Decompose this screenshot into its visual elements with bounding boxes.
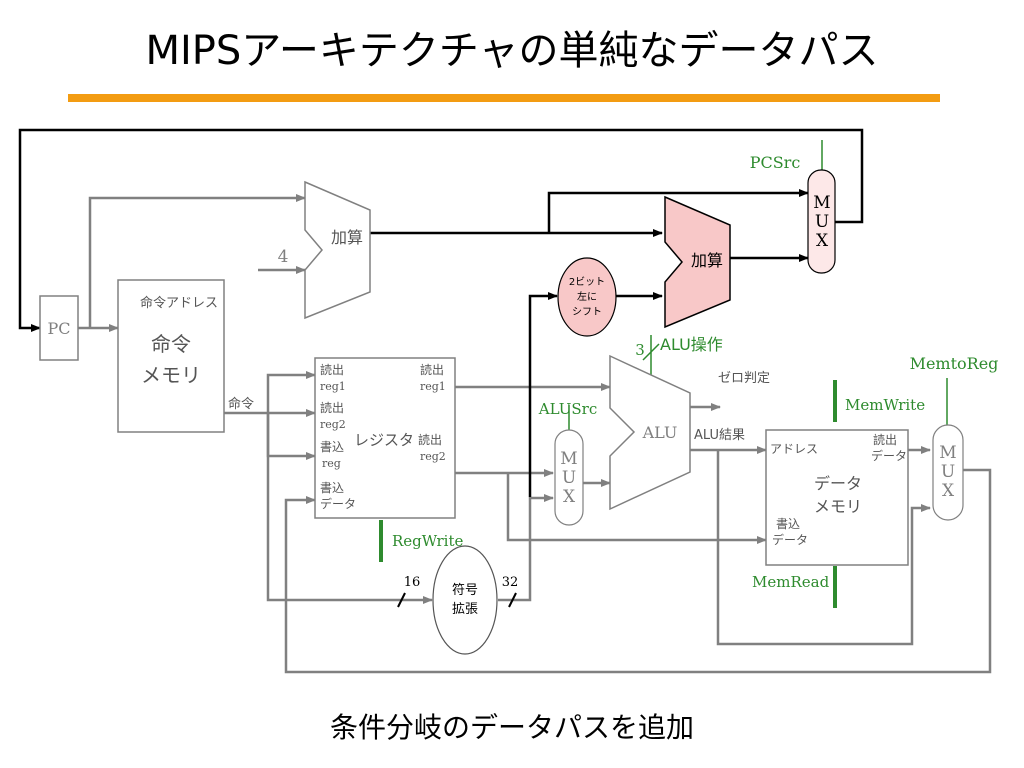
adder-branch-label: 加算: [691, 251, 723, 270]
reg-out1-label: 読出: [420, 362, 444, 377]
wire-instr-to-wreg: [266, 413, 316, 460]
aluop-bits: 3: [635, 341, 645, 359]
pcsrc-label: PCSrc: [750, 153, 801, 172]
reg-read1-sub: reg1: [320, 380, 346, 393]
dmem-title-1: データ: [814, 474, 862, 493]
wire-writeback: [284, 468, 992, 674]
memwrite-label: MemWrite: [845, 396, 925, 414]
memtoreg-label: MemtoReg: [910, 354, 999, 373]
instruction-label: 命令: [228, 396, 254, 412]
zero-label: ゼロ判定: [718, 371, 770, 386]
register-title: レジスタ: [354, 431, 414, 449]
sign-extend: [432, 545, 498, 655]
shift-label-2: 左に: [577, 290, 597, 303]
wire-pcmux-to-pc: [18, 128, 864, 332]
wire-alu-to-memtoreg: [716, 450, 931, 646]
pcsrc-mux: [807, 169, 836, 274]
aluop-label: ALU操作: [660, 335, 723, 354]
pcsrc-mux-m: M: [813, 193, 830, 213]
title-underline: [68, 94, 940, 102]
datapath-wires: [78, 194, 992, 674]
memtoreg-mux-m: M: [939, 443, 956, 463]
alusrc-mux-x: X: [563, 487, 576, 507]
imem-title-2: メモリ: [141, 363, 201, 387]
dmem-write-sub: データ: [772, 532, 808, 547]
memtoreg-mux: [932, 424, 964, 521]
adder-pc4: [304, 180, 371, 320]
pc-label: PC: [47, 319, 70, 338]
regwrite-label: RegWrite: [392, 532, 464, 550]
wire-sext-to-mux: [498, 494, 554, 602]
shift-label-3: シフト: [572, 307, 602, 318]
wire-instr-to-sext: [266, 413, 433, 604]
memtoreg-mux-x: X: [942, 481, 955, 501]
alu: [609, 354, 691, 511]
reg-write-label: 書込: [320, 440, 344, 454]
sext-label-2: 拡張: [452, 602, 478, 617]
reg-read1-label: 読出: [320, 362, 344, 377]
instruction-memory: [117, 279, 225, 433]
reg-out1-sub: reg1: [420, 380, 446, 393]
pcsrc-mux-u: U: [815, 212, 829, 232]
reg-wdata-label: 書込: [320, 481, 344, 495]
control-lines: [379, 140, 948, 608]
alusrc-mux: [554, 429, 584, 526]
constant-four: 4: [278, 247, 289, 267]
pcsrc-mux-x: X: [816, 231, 829, 251]
bus-width-16: 16: [404, 575, 421, 590]
dmem-read-sub: データ: [871, 448, 907, 463]
register-file: [314, 357, 456, 519]
adder-pc4-label: 加算: [331, 228, 363, 247]
alusrc-label: ALUSrc: [538, 400, 597, 418]
wire-instr-to-r1: [266, 371, 316, 413]
alusrc-mux-m: M: [560, 449, 577, 469]
pc-register: [39, 295, 79, 361]
aluop-bus-tick: [642, 343, 660, 361]
bus-width-32: 32: [502, 575, 519, 590]
bus-tick-32: [508, 592, 517, 608]
sext-label-1: 符号: [452, 582, 478, 598]
shift-label-1: 2ビット: [569, 276, 605, 288]
wire-pcplus4-to-mux: [547, 189, 809, 233]
shift-left-2: [557, 257, 617, 337]
wire-sext-to-shift: [528, 292, 558, 497]
alusrc-mux-u: U: [562, 468, 576, 488]
reg-out2-sub: reg2: [420, 450, 446, 463]
alu-result-label: ALU結果: [694, 428, 745, 443]
dmem-write-label: 書込: [776, 517, 800, 531]
memread-label: MemRead: [752, 573, 830, 591]
dmem-title-2: メモリ: [814, 497, 862, 516]
wire-rd2-to-dmem: [506, 473, 767, 544]
reg-out2-label: 読出: [418, 432, 442, 447]
imem-title-1: 命令: [151, 332, 191, 356]
memtoreg-mux-u: U: [941, 462, 955, 482]
slide-title: MIPSアーキテクチャの単純なデータパス: [145, 28, 879, 74]
imem-address-label: 命令アドレス: [140, 295, 218, 311]
branch-wires: [18, 128, 864, 497]
bus-tick-16: [397, 592, 406, 608]
reg-write-sub: reg: [322, 457, 341, 470]
data-memory: [765, 429, 909, 566]
dmem-address-label: アドレス: [770, 442, 818, 456]
adder-branch: [664, 195, 731, 329]
wire-pc-to-adder: [88, 194, 306, 328]
reg-read2-label: 読出: [320, 400, 344, 415]
reg-read2-sub: reg2: [320, 418, 346, 431]
slide-caption: 条件分岐のデータパスを追加: [329, 711, 694, 744]
reg-wdata-sub: データ: [320, 496, 356, 511]
alu-label: ALU: [642, 423, 678, 442]
dmem-read-label: 読出: [873, 432, 897, 447]
